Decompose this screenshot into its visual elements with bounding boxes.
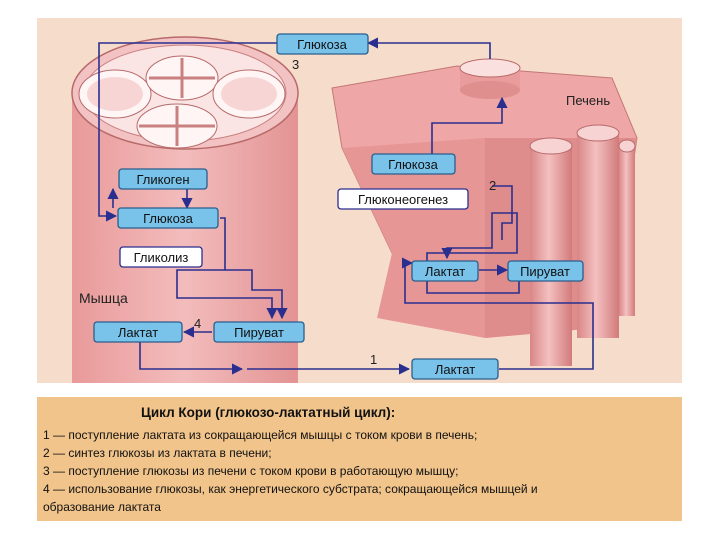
muscle-label: Мышца <box>79 290 128 306</box>
arrow-liver-glucose-up <box>431 96 508 155</box>
node-glycogen-label: Гликоген <box>136 172 189 187</box>
node-glucose-top-label: Глюкоза <box>297 37 348 52</box>
pathway-arrows <box>98 37 594 375</box>
arrow-glycolysis-path-1 <box>176 217 278 320</box>
node-glycogen: Гликоген <box>118 168 208 190</box>
caption-line: 2 — синтез глюкозы из лактата в печени; <box>43 446 272 460</box>
caption-line: 4 — использование глюкозы, как энергетич… <box>43 482 538 496</box>
arrow-liver-to-blood-glucose <box>366 37 491 59</box>
node-glucose-liver-label: Глюкоза <box>388 157 439 172</box>
liver-illustration: Печень <box>331 58 638 366</box>
muscle-fiber-bundle <box>78 69 152 119</box>
liver-portal-vessel <box>459 58 521 99</box>
caption-title: Цикл Кори (глюкозо-лактатный цикл): <box>141 405 396 420</box>
node-pyruvate-muscle-label: Пируват <box>234 325 284 340</box>
node-lactate-muscle: Лактат <box>93 321 183 343</box>
node-pyruvate-muscle: Пируват <box>213 321 305 343</box>
step-number-3: 3 <box>292 57 299 72</box>
muscle-illustration: Мышца <box>71 36 299 383</box>
arrow-glycolysis-path-2 <box>225 269 288 320</box>
caption-line: образование лактата <box>43 500 161 514</box>
arrow-gluconeogenesis-to-glucose <box>492 185 513 240</box>
arrow-gluconeogenesis-loop <box>426 212 520 294</box>
node-lactate-liver-label: Лактат <box>425 264 465 279</box>
cori-cycle-figure: Мышца Печень <box>37 18 682 383</box>
liver-vessel-cylinder <box>529 137 573 366</box>
node-gluconeogenesis-label: Глюконеогенез <box>358 192 448 207</box>
liver-vessel-cylinder <box>618 139 636 316</box>
node-glycolysis: Гликолиз <box>119 246 203 268</box>
node-glucose-muscle: Глюкоза <box>117 207 219 229</box>
liver-vessel-cylinder <box>576 124 620 338</box>
node-glucose-liver: Глюкоза <box>371 153 456 175</box>
muscle-fiber-bundle <box>212 69 286 119</box>
node-glucose-muscle-label: Глюкоза <box>143 211 194 226</box>
caption-panel: Цикл Кори (глюкозо-лактатный цикл): 1 — … <box>37 397 682 521</box>
node-lactate-blood: Лактат <box>411 358 499 380</box>
node-gluconeogenesis: Глюконеогенез <box>337 188 469 210</box>
arrow-muscle-lactate-to-blood-a <box>139 342 244 375</box>
step-number-4: 4 <box>194 316 201 331</box>
arrow-blood-lactate-to-liver <box>401 257 594 370</box>
step-number-2: 2 <box>489 178 496 193</box>
arrow-blood-glucose-to-muscle <box>98 42 277 222</box>
node-glycolysis-label: Гликолиз <box>134 250 189 265</box>
node-glucose-top: Глюкоза <box>276 33 369 55</box>
node-lactate-muscle-label: Лактат <box>118 325 158 340</box>
caption-line: 3 — поступление глюкозы из печени с токо… <box>43 464 459 478</box>
node-pyruvate-liver: Пируват <box>507 260 584 282</box>
cori-cycle-diagram: Мышца Печень <box>71 33 638 383</box>
muscle-fiber-bundle <box>145 55 219 101</box>
node-pyruvate-liver-label: Пируват <box>520 264 570 279</box>
caption-line: 1 — поступление лактата из сокращающейся… <box>43 428 478 442</box>
muscle-fiber-bundle <box>136 103 218 149</box>
node-lactate-liver: Лактат <box>411 260 479 282</box>
step-number-1: 1 <box>370 352 377 367</box>
node-lactate-blood-label: Лактат <box>435 362 475 377</box>
liver-label: Печень <box>566 93 610 108</box>
